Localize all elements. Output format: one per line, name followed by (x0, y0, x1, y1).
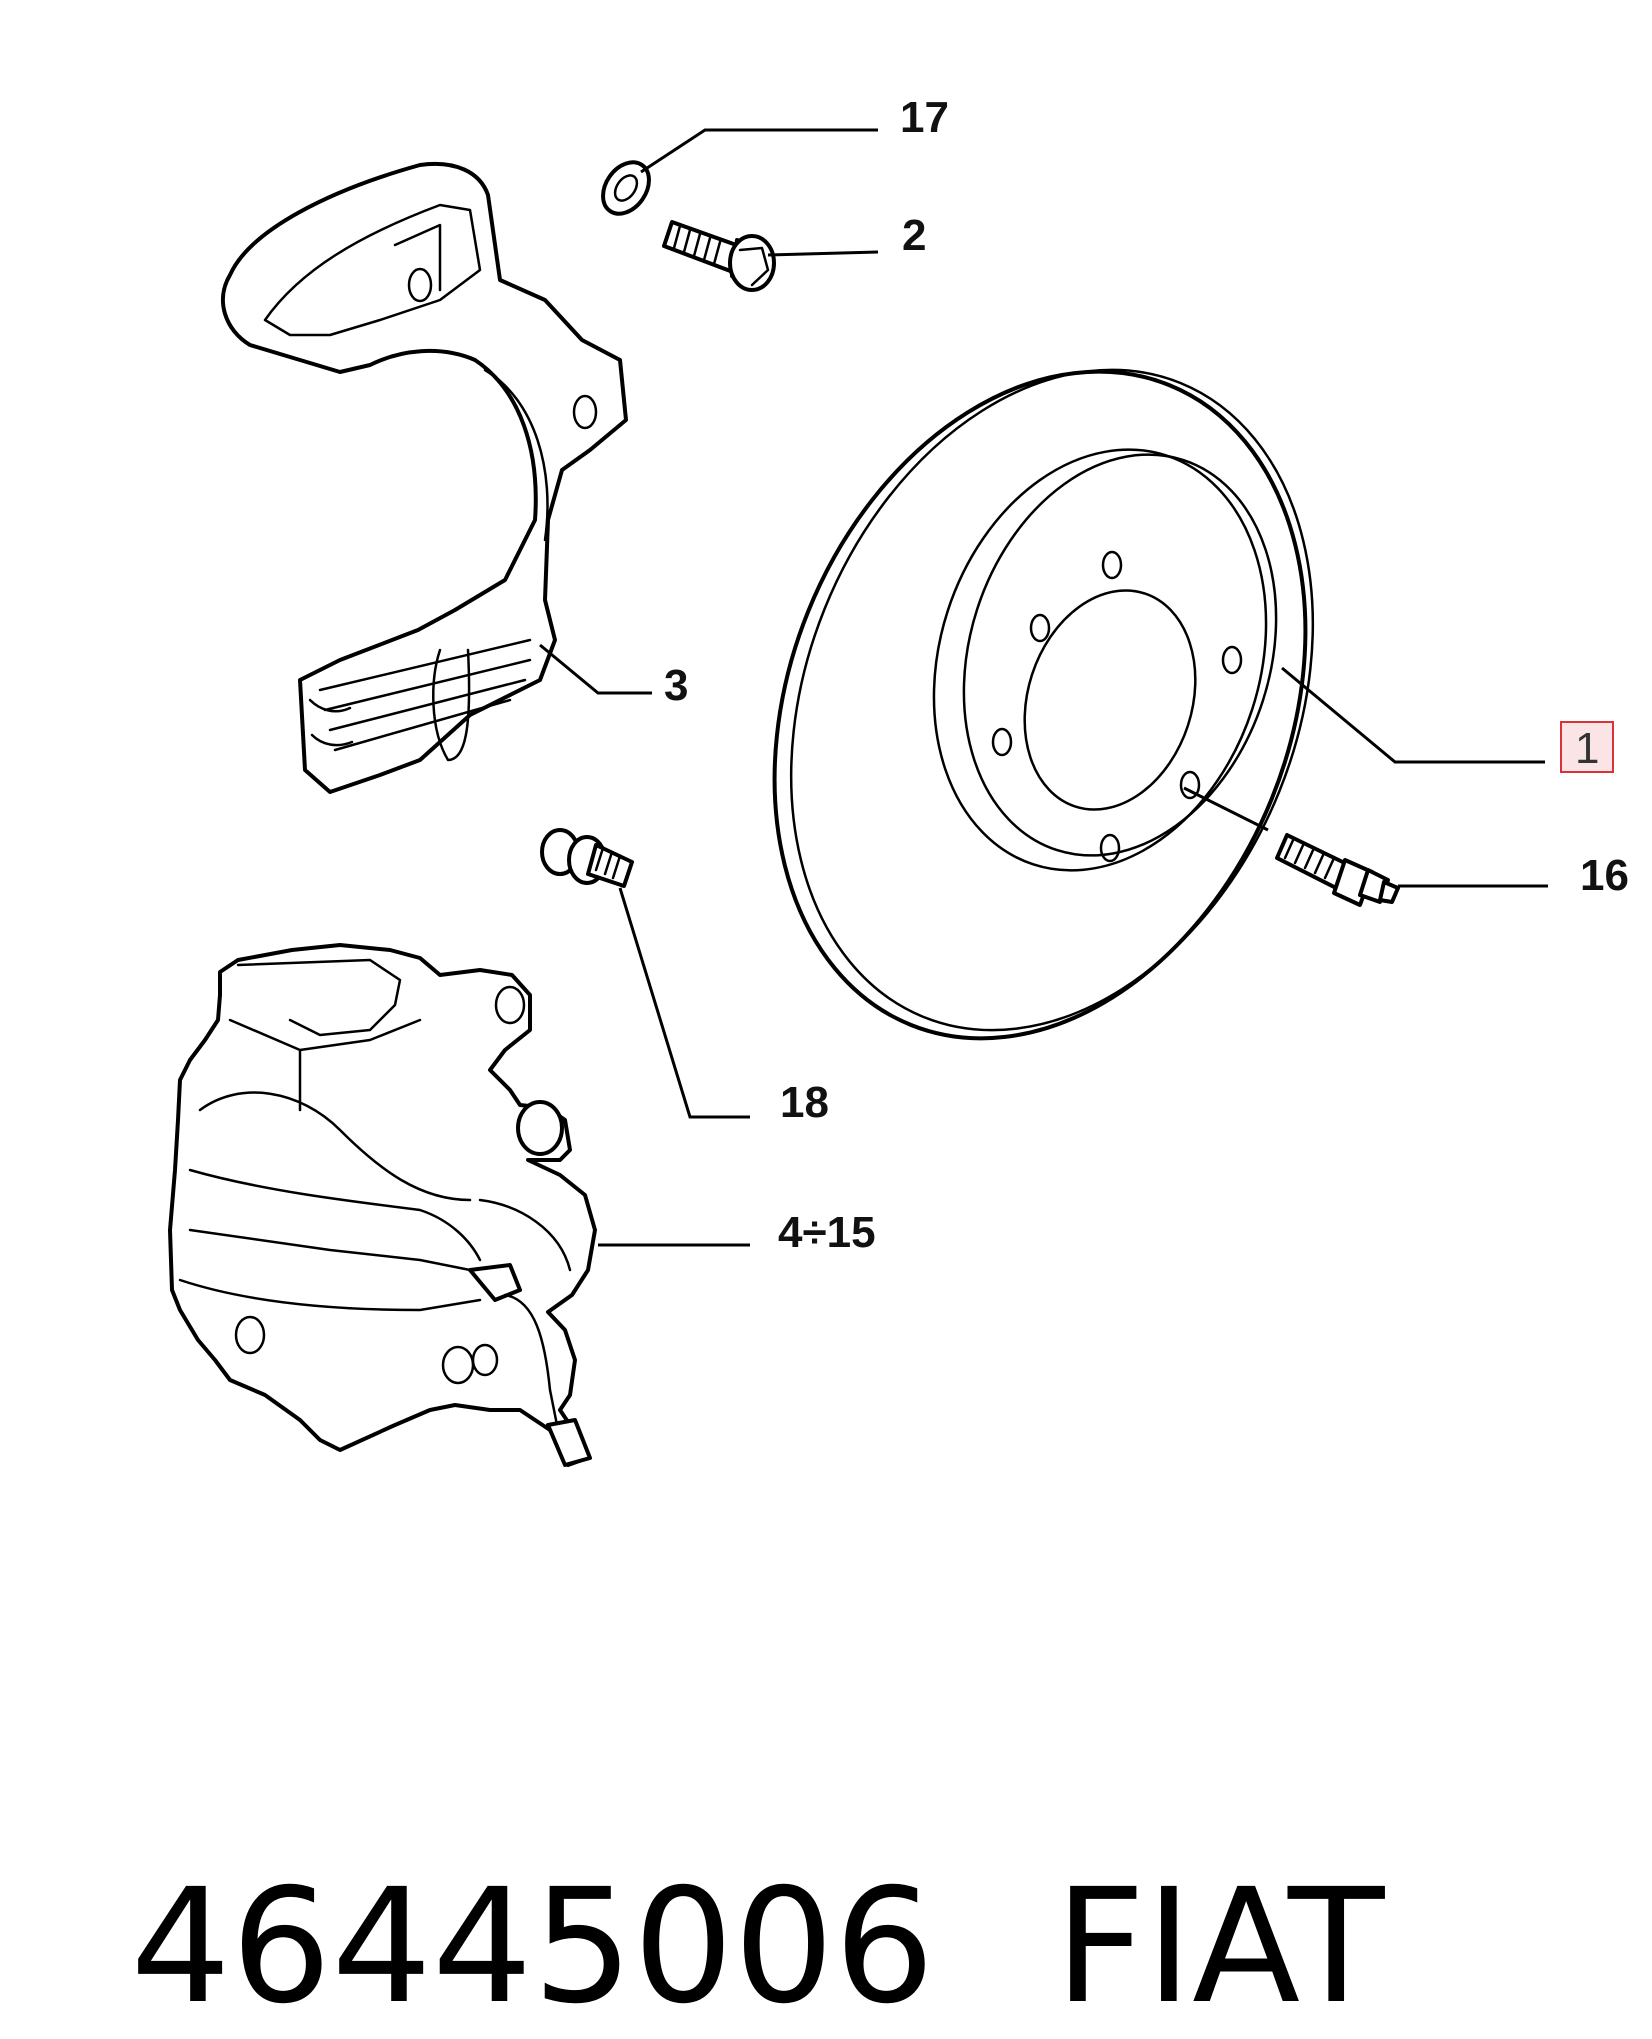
brake-disc-part-1 (772, 368, 1315, 1041)
part-number: 46445006 (130, 1855, 935, 2039)
bolt-part-2 (662, 220, 776, 292)
leader-16-stud (1183, 786, 1269, 832)
leader-lines (539, 128, 1548, 1247)
wheel-stud-part-16 (1275, 833, 1400, 907)
callout-18: 18 (780, 1078, 829, 1127)
callout-16: 16 (1580, 851, 1629, 900)
leader-2 (767, 250, 879, 257)
leader-17 (640, 128, 878, 174)
callout-1-highlight-box (1560, 721, 1614, 773)
callout-2: 2 (902, 211, 926, 260)
leader-1 (1281, 666, 1545, 764)
splash-shield-part-3 (220, 161, 628, 794)
leader-3 (539, 643, 652, 695)
callout-17: 17 (900, 93, 949, 142)
washer-part-17 (601, 160, 651, 216)
callout-4-15: 4÷15 (778, 1208, 876, 1257)
exploded-parts-diagram: 17 2 3 1 16 18 4÷15 (168, 93, 1629, 1467)
leader-18 (618, 887, 750, 1119)
bolt-part-18 (540, 828, 634, 888)
callout-3: 3 (664, 661, 688, 710)
callout-1: 1 (1575, 724, 1599, 773)
brand-name: FIAT (1054, 1855, 1385, 2039)
brake-caliper-parts-4-15 (168, 943, 597, 1467)
